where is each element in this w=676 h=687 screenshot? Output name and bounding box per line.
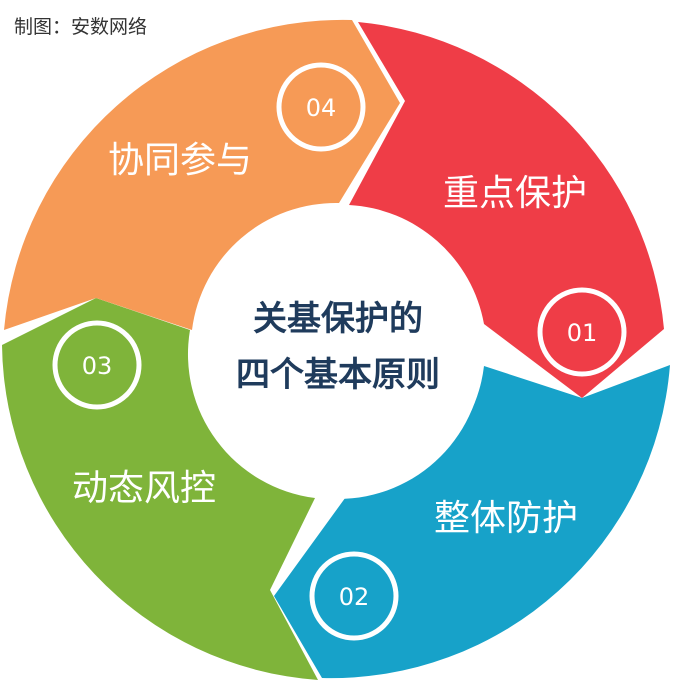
- center-title-line2: 四个基本原则: [236, 355, 440, 395]
- segment-01-label: 重点保护: [443, 173, 587, 214]
- number-ring-02: [309, 551, 399, 641]
- number-02: 02: [339, 583, 370, 611]
- segment-03-shape: [2, 298, 318, 680]
- segment-04-label: 协同参与: [108, 140, 252, 181]
- number-ring-03: [52, 320, 142, 410]
- number-ring-04: [276, 62, 366, 152]
- segment-04-shape: [4, 19, 400, 331]
- center-title-line1: 关基保护的: [253, 299, 423, 339]
- segment-02: 整体防护 02: [274, 365, 670, 679]
- segment-03-label: 动态风控: [72, 468, 216, 509]
- credit-caption: 制图：安数网络: [14, 16, 148, 38]
- number-04: 04: [306, 94, 337, 122]
- number-01: 01: [567, 319, 598, 347]
- segment-01: 重点保护 01: [349, 22, 664, 398]
- center-circle: [193, 209, 483, 499]
- segment-04: 协同参与 04: [4, 19, 400, 331]
- segment-01-shape: [349, 22, 664, 398]
- number-ring-01: [537, 287, 627, 377]
- segment-02-label: 整体防护: [434, 498, 578, 539]
- segment-02-shape: [274, 365, 670, 679]
- segment-03: 动态风控 03: [2, 298, 318, 680]
- number-03: 03: [82, 352, 113, 380]
